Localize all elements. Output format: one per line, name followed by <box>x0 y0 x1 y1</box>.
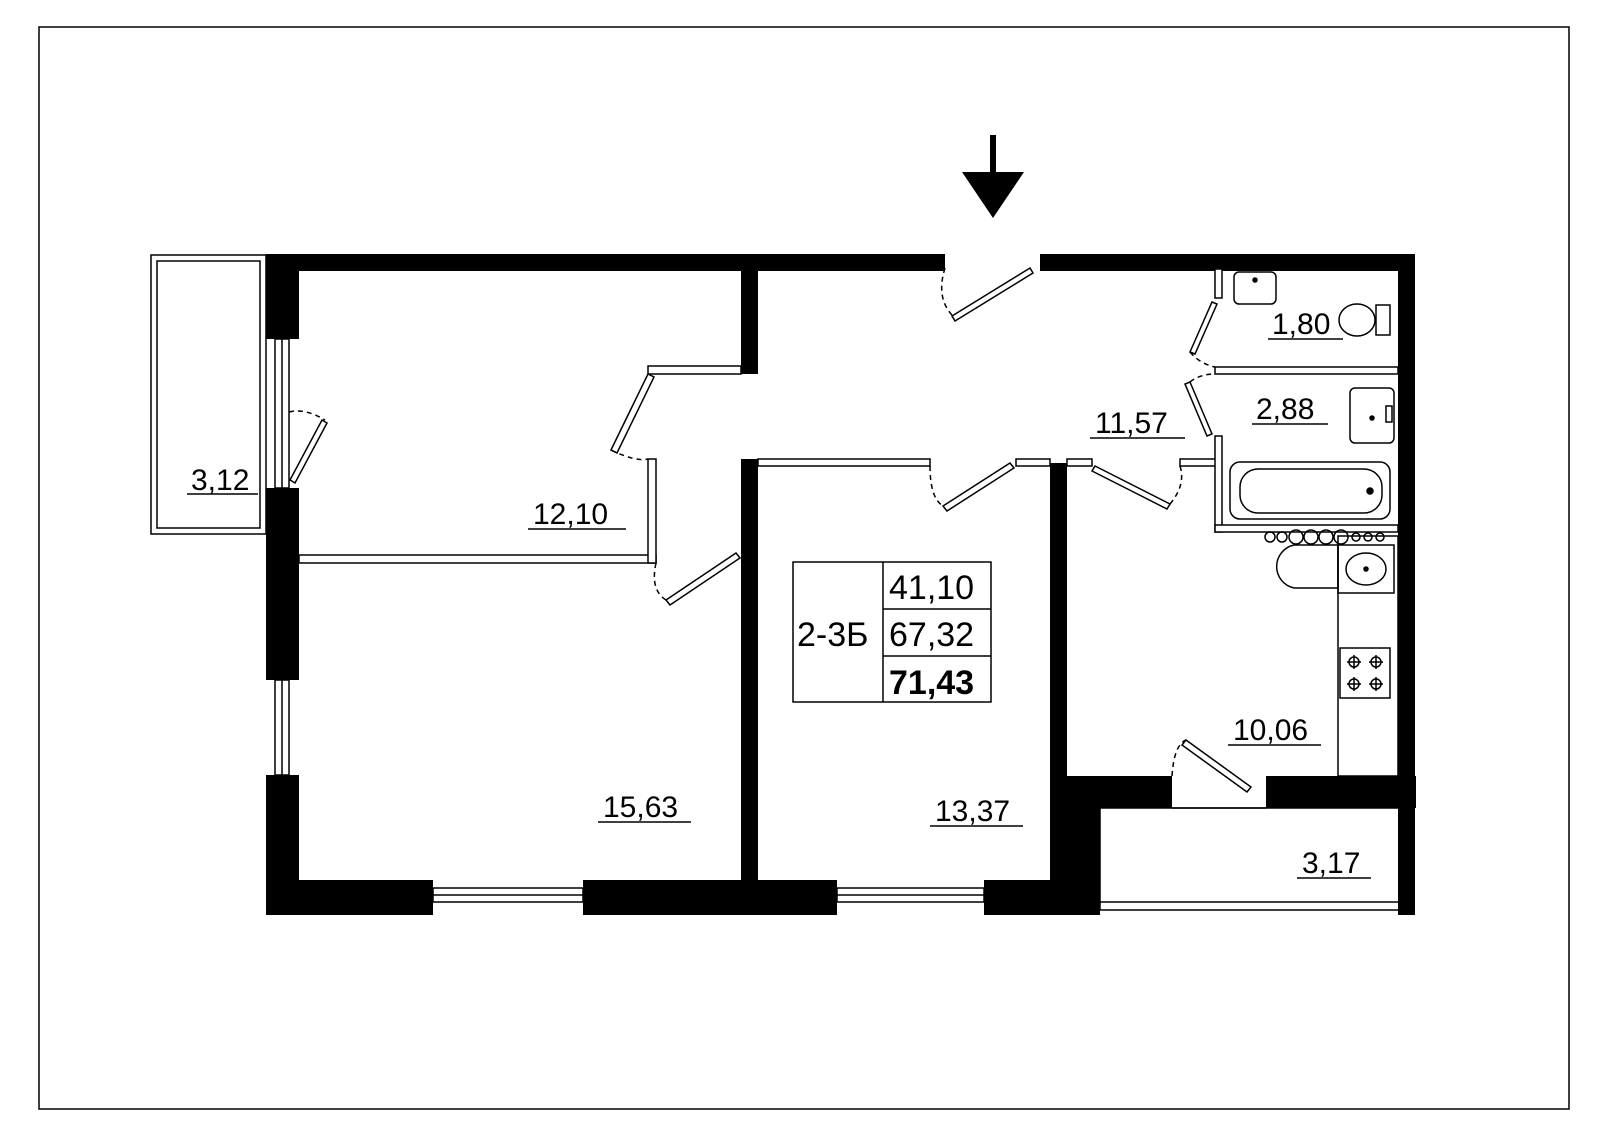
bathtub-icon <box>1229 461 1391 520</box>
toilet-bowl-icon <box>1338 303 1391 337</box>
kitchen-sink-icon <box>1337 544 1395 594</box>
apartment-code: 2-3Б <box>797 616 868 654</box>
toilet-sink-icon <box>1233 271 1277 305</box>
room-labels: 3,12 12,10 11,57 1,80 2,88 15,63 13,37 1… <box>187 308 1371 880</box>
living-area-value: 41,10 <box>889 569 974 607</box>
washbasin-icon <box>1349 387 1395 444</box>
balcony-west <box>150 254 267 535</box>
entrance-arrow-icon <box>962 135 1024 218</box>
fixtures <box>1229 271 1399 777</box>
area-label-kitchen: 10,06 <box>1233 714 1308 747</box>
windows <box>274 338 985 903</box>
area-label-toilet: 1,80 <box>1272 308 1330 341</box>
kitchen-counter <box>1337 535 1399 777</box>
area-label-living-room: 15,63 <box>603 791 678 824</box>
kitchen-pipes-icon <box>1264 529 1385 545</box>
doors <box>288 266 1266 809</box>
area-label-bedroom-middle: 13,37 <box>935 795 1010 828</box>
total-area-value: 67,32 <box>889 616 974 654</box>
area-label-washroom: 2,88 <box>1256 393 1314 426</box>
area-summary-table: 2-3Б 41,10 67,32 71,43 <box>792 561 992 703</box>
area-label-loggia: 3,17 <box>1302 847 1360 880</box>
area-label-bedroom-north: 12,10 <box>533 498 608 531</box>
thin-partitions <box>298 268 1399 564</box>
page-frame <box>38 26 1570 1110</box>
walls <box>266 254 1416 915</box>
total-with-balconies-value: 71,43 <box>889 664 974 702</box>
area-label-hall: 11,57 <box>1095 407 1168 440</box>
area-label-balcony-west: 3,12 <box>191 464 249 497</box>
stove-icon <box>1339 647 1391 699</box>
